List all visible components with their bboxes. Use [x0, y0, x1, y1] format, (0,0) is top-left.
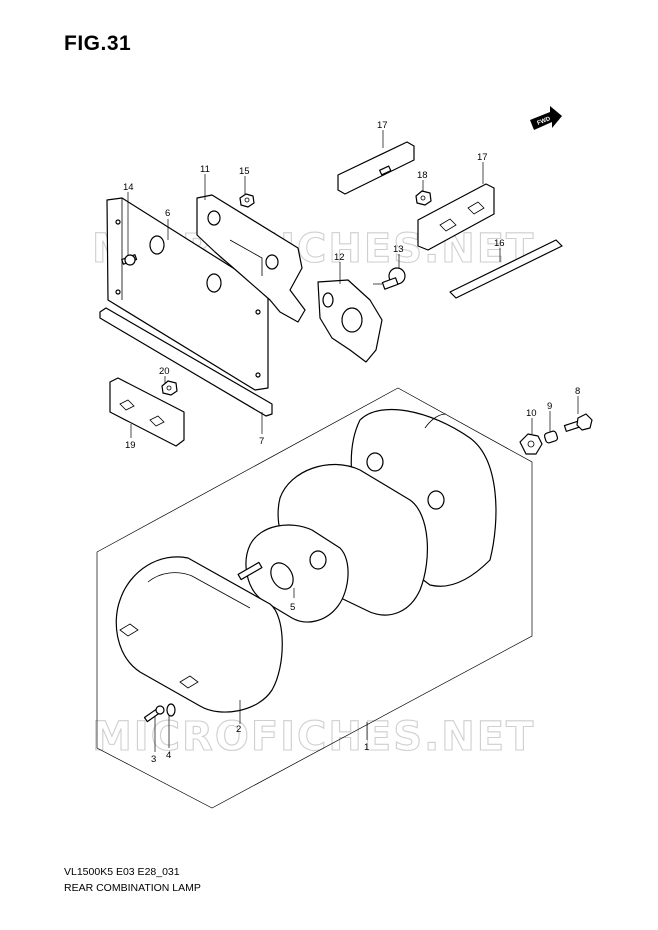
callout-1: 1 — [364, 742, 369, 753]
figure-name: REAR COMBINATION LAMP — [64, 882, 201, 894]
leader-lines — [127, 130, 579, 752]
reflector-19 — [109, 377, 185, 447]
fwd-arrow-icon: FWD — [530, 106, 562, 130]
tape-16 — [449, 239, 563, 299]
tail-lamp-lens — [115, 556, 283, 713]
callout-10: 10 — [526, 408, 537, 419]
bulb-socket-5 — [237, 524, 349, 623]
callout-17-right: 17 — [477, 152, 488, 163]
callout-3: 3 — [151, 754, 156, 765]
figure-model-code: VL1500K5 E03 E28_031 — [64, 866, 180, 878]
screw-14 — [121, 254, 138, 266]
callout-15: 15 — [239, 166, 250, 177]
callout-9: 9 — [547, 401, 552, 412]
callout-17-left: 17 — [377, 120, 388, 131]
washer-4 — [166, 703, 176, 717]
callout-19: 19 — [125, 440, 136, 451]
assembly-1-frame — [96, 387, 533, 809]
screw-3 — [143, 705, 165, 723]
bolt-13 — [373, 267, 406, 290]
reflector-17-right — [417, 183, 495, 251]
callout-16: 16 — [494, 238, 505, 249]
callout-7: 7 — [259, 436, 264, 447]
callout-11: 11 — [200, 164, 210, 175]
nut-18 — [415, 190, 432, 206]
callout-12: 12 — [334, 252, 345, 263]
reflector-bracket — [196, 194, 306, 323]
grommet-10 — [519, 433, 543, 455]
nut-15 — [239, 193, 255, 208]
license-lamp-stay — [317, 279, 383, 363]
callout-13: 13 — [393, 244, 404, 255]
callout-4: 4 — [166, 750, 171, 761]
callout-20: 20 — [159, 366, 170, 377]
reflector-17-left — [337, 141, 415, 195]
callout-8: 8 — [575, 386, 580, 397]
collar-9 — [543, 430, 559, 444]
callout-14: 14 — [123, 182, 134, 193]
fwd-arrow-label: FWD — [536, 116, 552, 127]
nut-20 — [161, 380, 178, 396]
callout-numbers: 1 2 3 4 5 6 7 8 9 10 11 12 13 14 15 16 1… — [123, 120, 580, 765]
figure-title: FIG.31 — [64, 32, 132, 55]
bolt-8 — [563, 413, 593, 432]
callout-2: 2 — [236, 724, 241, 735]
license-plate-bracket — [106, 197, 269, 391]
callout-18: 18 — [417, 170, 428, 181]
callout-6: 6 — [165, 208, 170, 219]
watermark-bottom: MICROFICHES.NET — [92, 714, 535, 760]
callout-5: 5 — [290, 602, 295, 613]
seal-strip — [99, 307, 273, 417]
